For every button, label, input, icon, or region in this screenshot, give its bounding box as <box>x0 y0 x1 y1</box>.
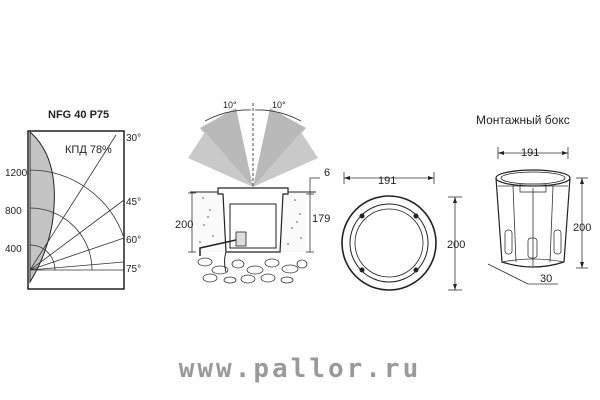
beam-left-outer <box>188 132 253 187</box>
mounting-box: Монтажный бокс 191 200 30 <box>476 113 591 285</box>
polar-radial-arcs <box>29 169 125 271</box>
radial-label-1200: 1200 <box>5 168 28 179</box>
beam-angle-left-arc <box>204 109 252 122</box>
cable <box>199 239 237 256</box>
box-dim-height-label: 200 <box>573 222 591 234</box>
mounting-box-title: Монтажный бокс <box>476 113 570 127</box>
beam-left <box>200 108 253 187</box>
model-label: NFG 40 P75 <box>48 109 109 121</box>
beam-angle-right: 10° <box>272 100 286 110</box>
radial-label-400: 400 <box>5 244 22 255</box>
beam-angle-right-arc <box>254 109 302 122</box>
angle-label-75: 75° <box>126 264 141 275</box>
top-dim-height-label: 200 <box>447 239 465 251</box>
polar-diagram: NFG 40 P75 КПД 78% 1200 800 400 30° 45° … <box>5 109 141 290</box>
top-dim-width-label: 191 <box>378 175 396 187</box>
box-dim-base-label: 30 <box>540 273 552 285</box>
website-watermark: www.pallor.ru <box>179 354 422 384</box>
box-wall <box>495 177 571 268</box>
top-view: 191 200 <box>341 172 465 291</box>
fixture-inner <box>229 203 277 249</box>
efficiency-label: КПД 78% <box>65 144 112 156</box>
box-ribs <box>504 183 562 266</box>
soil-dots <box>199 197 302 245</box>
dim-height-label: 200 <box>175 219 193 231</box>
installation-side-view: 10° 10° 200 <box>175 100 330 284</box>
dim-body-label: 179 <box>312 213 330 225</box>
beam-angle-left: 10° <box>223 100 237 110</box>
angle-label-60: 60° <box>126 235 141 246</box>
polar-distribution-area <box>29 130 55 284</box>
glass-disc <box>354 208 424 278</box>
box-dim-base-line <box>487 263 529 285</box>
beam-right <box>253 108 306 187</box>
gravel <box>197 257 308 284</box>
polar-angle-rays <box>29 134 125 271</box>
radial-label-800: 800 <box>5 206 22 217</box>
cable-gland <box>235 231 247 247</box>
fixing-screws <box>359 213 419 273</box>
angle-label-45: 45° <box>126 197 141 208</box>
drain-pipe <box>224 251 227 273</box>
box-dim-width-label: 191 <box>521 147 539 159</box>
angle-label-30: 30° <box>126 133 141 144</box>
dim-flange-label: 6 <box>324 167 330 179</box>
beam-right-outer <box>253 132 318 187</box>
